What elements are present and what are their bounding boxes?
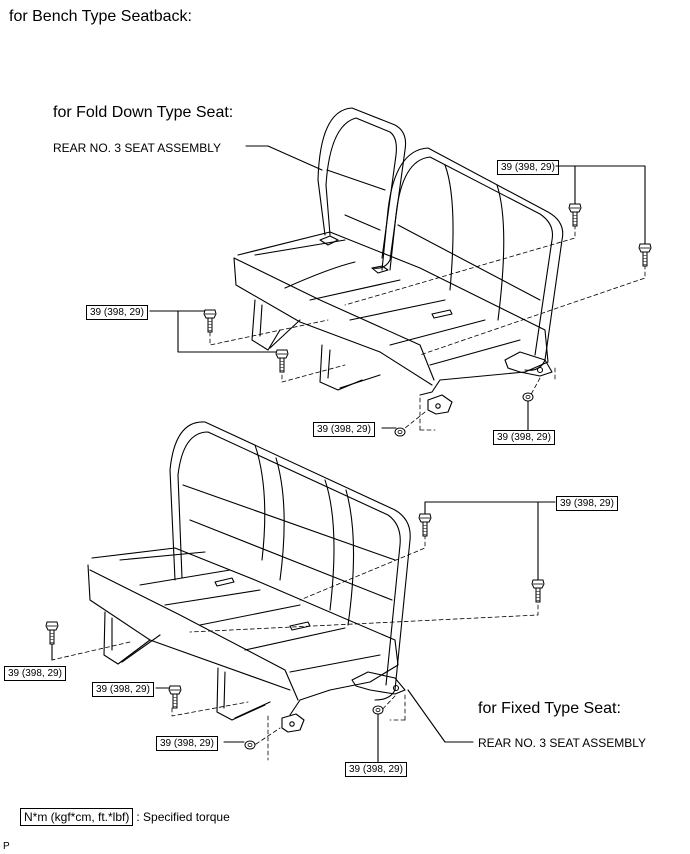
bolt-icon [203,309,217,333]
torque-callout-fold-bottom-left: 39 (398, 29) [313,422,375,437]
bolt-icon [418,513,432,537]
fixed-title: for Fixed Type Seat: [478,700,621,717]
nut-icon [244,740,256,750]
fasteners [45,203,652,750]
nut-icon [522,392,534,402]
torque-callout-fixed-bottom: 39 (398, 29) [345,762,407,777]
fold-down-alignment-lines [209,224,646,433]
footer-mark: P [3,841,10,852]
bolt-icon [531,579,545,603]
legend-unit-box: N*m (kgf*cm, ft.*lbf) [20,808,134,826]
torque-callout-fixed-mid-left: 39 (398, 29) [92,682,154,697]
fixed-alignment-lines [51,534,539,761]
torque-callout-fold-left: 39 (398, 29) [86,305,148,320]
bolt-icon [568,203,582,227]
torque-callout-fixed-upper-right: 39 (398, 29) [556,496,618,511]
fixed-assembly-label: REAR NO. 3 SEAT ASSEMBLY [478,736,647,750]
fold-down-assembly-label: REAR NO. 3 SEAT ASSEMBLY [53,141,222,155]
fixed-seat-drawing [51,421,556,763]
fold-down-seat-drawing [149,107,646,431]
page-title: for Bench Type Seatback: [9,8,192,25]
legend: N*m (kgf*cm, ft.*lbf): Specified torque [20,808,230,826]
legend-text: : Specified torque [136,810,230,824]
torque-callout-fold-bottom-right: 39 (398, 29) [493,430,555,445]
torque-callout-fold-upper-right: 39 (398, 29) [497,160,559,175]
torque-callout-fixed-bottom-left: 39 (398, 29) [156,736,218,751]
bolt-icon [168,685,182,709]
fold-down-title: for Fold Down Type Seat: [53,104,234,121]
nut-icon [372,705,384,715]
bolt-icon [275,349,289,373]
nut-icon [394,427,406,437]
bolt-icon [45,621,59,645]
torque-callout-fixed-left: 39 (398, 29) [4,666,66,681]
bolt-icon [638,243,652,267]
